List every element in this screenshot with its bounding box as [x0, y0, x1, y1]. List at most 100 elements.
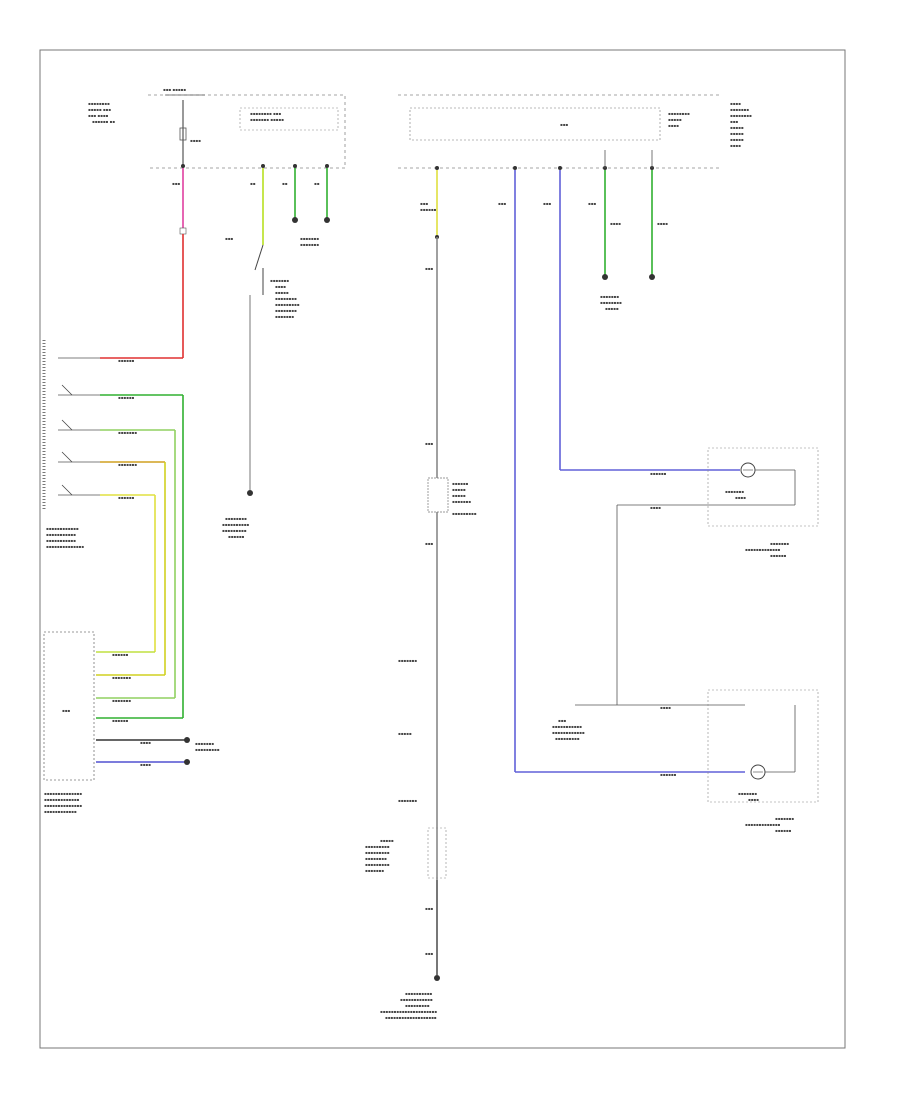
svg-text:▪▪▪▪▪: ▪▪▪▪▪ — [730, 131, 744, 136]
svg-text:▪▪▪▪▪▪▪▪: ▪▪▪▪▪▪▪▪ — [88, 101, 110, 106]
svg-text:▪▪▪▪▪▪▪▪: ▪▪▪▪▪▪▪▪ — [225, 516, 247, 521]
ground-icon — [184, 759, 190, 765]
fuse-icon: ▪▪▪▪ — [179, 100, 201, 165]
svg-text:▪▪▪▪▪▪: ▪▪▪▪▪▪ — [118, 358, 135, 363]
ground-icon: ▪▪▪▪▪▪▪▪▪▪ ▪▪▪▪▪▪▪▪▪▪▪▪ ▪▪▪▪▪▪▪▪▪ ▪▪▪▪▪▪… — [380, 975, 440, 1020]
ground-icon — [324, 217, 330, 223]
svg-text:▪▪▪▪▪▪▪▪▪▪▪: ▪▪▪▪▪▪▪▪▪▪▪ — [552, 724, 582, 729]
lamp-icon — [750, 764, 766, 780]
svg-text:▪▪▪▪▪▪: ▪▪▪▪▪▪ — [770, 553, 787, 558]
svg-text:▪▪▪: ▪▪▪ — [425, 951, 433, 956]
svg-text:▪▪▪▪▪▪: ▪▪▪▪▪▪ — [112, 652, 129, 657]
svg-text:▪▪▪ ▪▪▪▪: ▪▪▪ ▪▪▪▪ — [88, 113, 109, 118]
svg-text:▪▪▪▪: ▪▪▪▪ — [275, 284, 286, 289]
svg-text:▪▪▪▪: ▪▪▪▪ — [657, 221, 668, 226]
diagram-frame — [39, 49, 846, 1049]
svg-text:▪▪▪▪▪▪: ▪▪▪▪▪▪ — [118, 495, 135, 500]
svg-text:▪▪▪▪▪▪▪▪▪: ▪▪▪▪▪▪▪▪▪ — [195, 747, 220, 752]
svg-text:▪▪▪▪: ▪▪▪▪ — [610, 221, 621, 226]
svg-text:▪▪▪▪▪▪▪▪: ▪▪▪▪▪▪▪▪ — [600, 300, 622, 305]
svg-text:▪▪▪▪▪: ▪▪▪▪▪ — [730, 137, 744, 142]
svg-text:▪▪▪▪▪▪: ▪▪▪▪▪▪ — [118, 395, 135, 400]
svg-text:▪▪▪▪: ▪▪▪▪ — [668, 123, 679, 128]
svg-text:▪▪▪▪▪: ▪▪▪▪▪ — [452, 493, 466, 498]
svg-text:▪▪▪▪: ▪▪▪▪ — [730, 143, 741, 148]
right-reverse-lamp: ▪▪▪▪▪▪▪ ▪▪▪▪ ▪▪▪▪▪▪▪ ▪▪▪▪▪▪▪▪▪▪▪▪▪ ▪▪▪▪▪… — [707, 447, 819, 558]
svg-text:▪▪▪▪▪▪▪▪▪▪▪▪: ▪▪▪▪▪▪▪▪▪▪▪▪ — [552, 730, 585, 735]
svg-text:▪▪▪▪▪▪▪▪▪: ▪▪▪▪▪▪▪▪▪ — [365, 862, 390, 867]
connector-icon — [179, 227, 187, 235]
svg-text:▪▪▪▪▪▪: ▪▪▪▪▪▪ — [228, 534, 245, 539]
svg-text:▪▪▪▪▪▪▪▪▪▪▪▪▪▪▪▪▪▪▪▪▪: ▪▪▪▪▪▪▪▪▪▪▪▪▪▪▪▪▪▪▪▪▪ — [380, 1009, 437, 1014]
svg-text:▪▪▪▪: ▪▪▪▪ — [735, 495, 746, 500]
svg-text:▪▪▪▪▪▪ ▪▪: ▪▪▪▪▪▪ ▪▪ — [92, 119, 115, 124]
svg-text:▪▪▪: ▪▪▪ — [420, 201, 428, 206]
svg-text:▪▪▪: ▪▪▪ — [425, 266, 433, 271]
svg-text:▪▪▪▪▪▪▪: ▪▪▪▪▪▪▪ — [112, 675, 131, 680]
transmission-control-module: ▪▪▪ ▪▪▪▪▪▪▪▪▪▪▪▪▪▪ ▪▪▪▪▪▪▪▪▪▪▪▪▪ ▪▪▪▪▪▪▪… — [43, 631, 95, 814]
svg-text:▪▪▪: ▪▪▪ — [425, 541, 433, 546]
svg-text:▪▪▪▪▪▪▪▪▪▪▪▪: ▪▪▪▪▪▪▪▪▪▪▪▪ — [400, 997, 433, 1002]
svg-text:▪▪▪▪▪▪▪▪▪▪▪▪▪: ▪▪▪▪▪▪▪▪▪▪▪▪▪ — [44, 797, 80, 802]
svg-text:▪▪▪▪▪▪: ▪▪▪▪▪▪ — [452, 481, 469, 486]
svg-text:▪▪▪: ▪▪▪ — [425, 906, 433, 911]
svg-text:▪▪▪▪: ▪▪▪▪ — [660, 705, 671, 710]
svg-text:▪▪▪▪▪▪▪: ▪▪▪▪▪▪▪ — [398, 658, 417, 663]
svg-text:▪▪▪▪▪▪▪: ▪▪▪▪▪▪▪ — [118, 430, 137, 435]
ground-icon — [649, 274, 655, 280]
svg-text:▪▪▪▪▪▪▪▪▪: ▪▪▪▪▪▪▪▪▪ — [222, 528, 247, 533]
left-reverse-lamp: ▪▪▪▪▪▪▪ ▪▪▪▪ ▪▪▪▪▪▪▪ ▪▪▪▪▪▪▪▪▪▪▪▪▪ ▪▪▪▪▪… — [707, 689, 819, 833]
svg-text:▪▪▪▪▪▪: ▪▪▪▪▪▪ — [660, 772, 677, 777]
svg-text:▪▪▪▪: ▪▪▪▪ — [190, 138, 201, 143]
ground-icon — [292, 217, 298, 223]
svg-text:▪▪▪▪▪▪▪▪▪: ▪▪▪▪▪▪▪▪▪ — [555, 736, 580, 741]
svg-text:▪▪▪▪▪▪▪: ▪▪▪▪▪▪▪ — [452, 499, 471, 504]
svg-text:▪▪▪▪▪▪▪: ▪▪▪▪▪▪▪ — [365, 868, 384, 873]
svg-text:▪▪▪▪▪▪▪: ▪▪▪▪▪▪▪ — [118, 462, 137, 467]
svg-text:▪▪▪: ▪▪▪ — [172, 181, 180, 186]
svg-text:▪▪▪▪▪▪▪▪▪: ▪▪▪▪▪▪▪▪▪ — [405, 1003, 430, 1008]
svg-text:▪▪▪▪▪▪▪▪: ▪▪▪▪▪▪▪▪ — [275, 308, 297, 313]
svg-text:▪▪▪▪▪▪▪: ▪▪▪▪▪▪▪ — [195, 741, 214, 746]
svg-text:▪▪▪▪▪▪▪: ▪▪▪▪▪▪▪ — [275, 314, 294, 319]
svg-text:▪▪▪▪▪▪: ▪▪▪▪▪▪ — [775, 828, 792, 833]
svg-text:▪▪: ▪▪ — [250, 181, 256, 186]
svg-text:▪▪▪▪▪▪: ▪▪▪▪▪▪ — [112, 718, 129, 723]
connector-pins-top-left: ▪▪▪ ▪▪ ▪▪ ▪▪ — [172, 164, 329, 186]
svg-text:▪▪▪▪▪▪▪ ▪▪▪▪▪: ▪▪▪▪▪▪▪ ▪▪▪▪▪ — [250, 117, 284, 122]
svg-text:▪▪▪▪▪▪▪▪▪▪▪▪▪▪: ▪▪▪▪▪▪▪▪▪▪▪▪▪▪ — [46, 544, 84, 549]
svg-text:▪▪▪: ▪▪▪ — [225, 236, 233, 241]
svg-text:▪▪▪▪▪▪▪▪▪▪▪: ▪▪▪▪▪▪▪▪▪▪▪ — [46, 538, 76, 543]
svg-text:▪▪▪▪▪: ▪▪▪▪▪ — [380, 838, 394, 843]
svg-text:▪▪▪▪▪: ▪▪▪▪▪ — [730, 125, 744, 130]
svg-text:▪▪▪▪▪▪▪▪ ▪▪▪: ▪▪▪▪▪▪▪▪ ▪▪▪ — [250, 111, 281, 116]
svg-text:▪▪▪▪▪▪▪▪▪▪▪▪▪▪: ▪▪▪▪▪▪▪▪▪▪▪▪▪▪ — [44, 791, 82, 796]
svg-text:▪▪▪▪▪▪: ▪▪▪▪▪▪ — [420, 207, 437, 212]
center-labels: ▪▪▪ ▪▪▪▪▪▪ ▪▪▪ ▪▪▪ ▪▪▪ ▪▪▪▪▪▪▪ ▪▪▪▪▪ ▪▪▪… — [365, 201, 437, 956]
svg-text:▪▪▪▪▪▪▪▪▪▪▪▪: ▪▪▪▪▪▪▪▪▪▪▪▪ — [44, 809, 77, 814]
svg-text:▪▪▪▪▪▪▪▪▪▪▪▪▪: ▪▪▪▪▪▪▪▪▪▪▪▪▪ — [745, 547, 781, 552]
svg-text:▪▪▪▪▪▪▪▪: ▪▪▪▪▪▪▪▪ — [730, 113, 752, 118]
wire-color-labels: ▪▪▪▪▪▪ ▪▪▪▪▪▪ ▪▪▪▪▪▪▪ ▪▪▪▪▪▪▪ ▪▪▪▪▪▪ ▪▪▪… — [112, 201, 677, 777]
svg-text:▪▪: ▪▪ — [314, 181, 320, 186]
svg-text:▪▪▪▪: ▪▪▪▪ — [730, 101, 741, 106]
svg-text:▪▪▪▪▪▪▪▪▪▪▪▪: ▪▪▪▪▪▪▪▪▪▪▪▪ — [46, 526, 79, 531]
svg-text:▪▪▪▪: ▪▪▪▪ — [140, 762, 151, 767]
svg-text:▪▪▪▪▪▪▪: ▪▪▪▪▪▪▪ — [270, 278, 289, 283]
svg-text:▪▪▪▪▪▪▪: ▪▪▪▪▪▪▪ — [398, 798, 417, 803]
svg-text:▪▪▪▪▪: ▪▪▪▪▪ — [275, 290, 289, 295]
junction-connector: ▪▪▪▪▪▪ ▪▪▪▪▪ ▪▪▪▪▪ ▪▪▪▪▪▪▪ ▪▪▪▪▪▪▪▪▪ — [427, 477, 477, 516]
svg-text:▪▪▪▪▪▪▪▪▪: ▪▪▪▪▪▪▪▪▪ — [365, 850, 390, 855]
svg-text:▪▪▪▪▪▪▪▪: ▪▪▪▪▪▪▪▪ — [668, 111, 690, 116]
svg-text:▪▪▪▪▪▪▪: ▪▪▪▪▪▪▪ — [600, 294, 619, 299]
svg-text:▪▪▪▪▪▪▪: ▪▪▪▪▪▪▪ — [300, 236, 319, 241]
svg-text:▪▪▪ ▪▪▪▪▪: ▪▪▪ ▪▪▪▪▪ — [163, 87, 186, 92]
ground-icon — [184, 737, 190, 743]
svg-text:▪▪▪▪▪▪▪▪▪▪▪▪▪▪▪▪▪▪▪: ▪▪▪▪▪▪▪▪▪▪▪▪▪▪▪▪▪▪▪ — [385, 1015, 437, 1020]
svg-text:▪▪▪▪▪▪▪▪▪: ▪▪▪▪▪▪▪▪▪ — [452, 511, 477, 516]
svg-text:▪▪▪▪▪▪▪▪▪▪▪: ▪▪▪▪▪▪▪▪▪▪▪ — [46, 532, 76, 537]
svg-text:▪▪▪▪▪▪▪: ▪▪▪▪▪▪▪ — [112, 698, 131, 703]
combination-meter: ▪▪▪ ▪▪▪▪▪▪▪▪ ▪▪▪▪▪ ▪▪▪▪ ▪▪▪▪ ▪▪▪▪▪▪▪ ▪▪▪… — [398, 94, 752, 170]
svg-text:▪▪▪▪▪: ▪▪▪▪▪ — [605, 306, 619, 311]
